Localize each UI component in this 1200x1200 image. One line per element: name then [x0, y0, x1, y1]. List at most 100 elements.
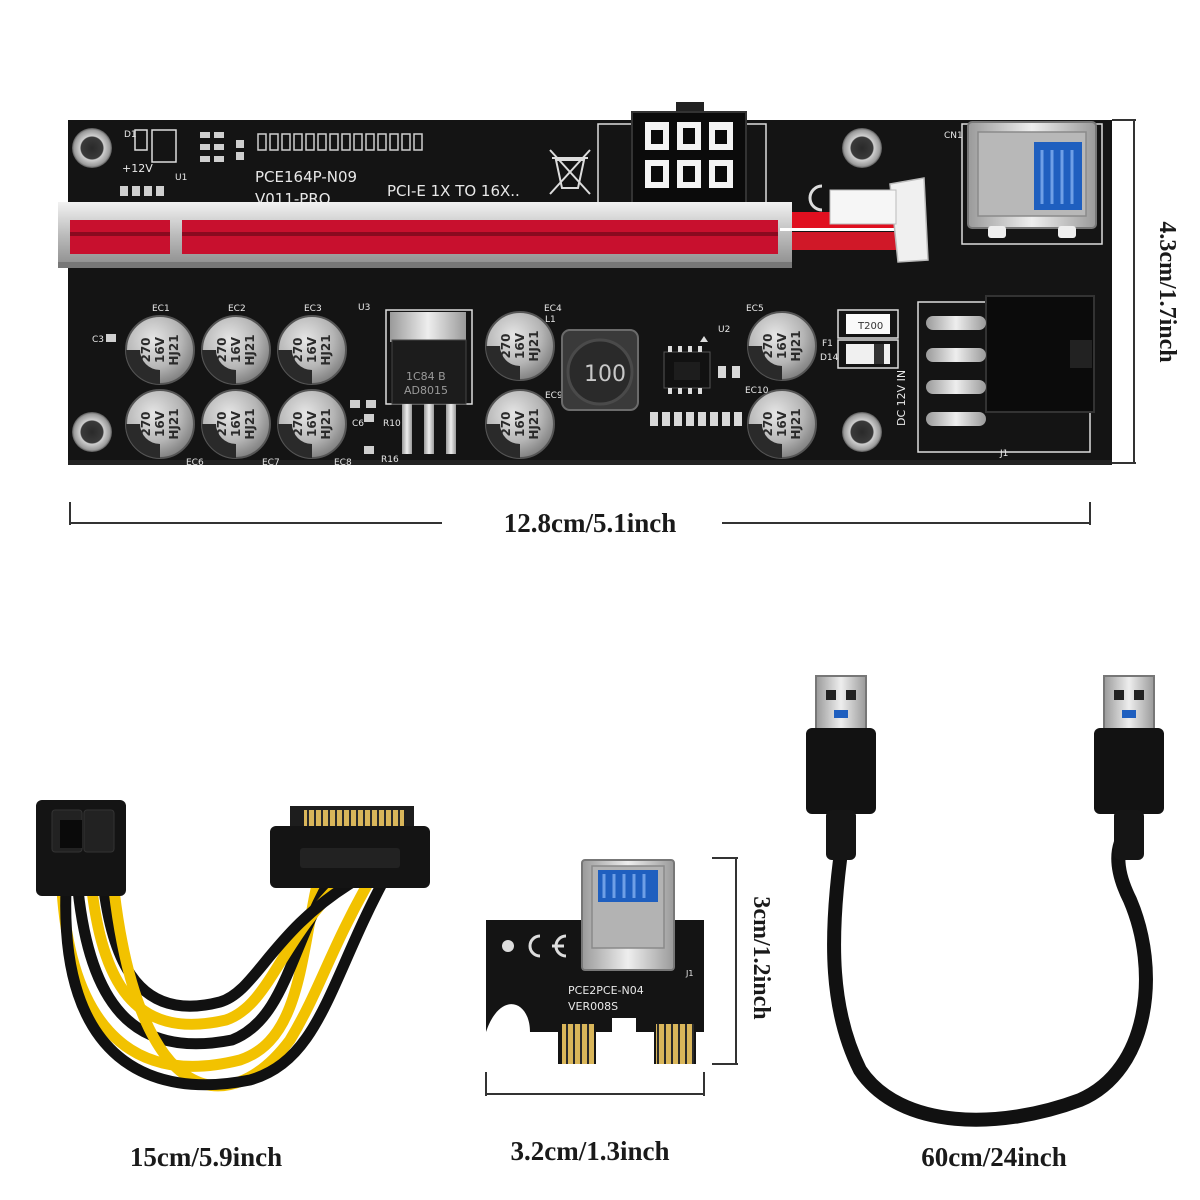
- adapter-ce-mark: [528, 934, 567, 958]
- capacitor-marking: 270: [291, 411, 305, 436]
- capacitor-marking: HJ21: [789, 408, 803, 439]
- board-width-label: 12.8cm/5.1inch: [504, 508, 677, 538]
- silk-ec6: EC6: [186, 458, 204, 468]
- usb-cable-length-label: 60cm/24inch: [921, 1142, 1067, 1172]
- usb3-port-board: CN1: [944, 121, 1103, 245]
- board-width-dimension: [69, 502, 1091, 525]
- voltage-regulator: 1C84 B AD8015: [385, 309, 473, 454]
- mounting-hole: [842, 412, 882, 452]
- silk-ec7: EC7: [262, 458, 280, 468]
- capacitor-marking: HJ21: [243, 408, 257, 439]
- silk-ec3: EC3: [304, 304, 322, 314]
- controller-ic: [663, 336, 711, 394]
- mounting-hole: [72, 128, 112, 168]
- board-interface: PCI-E 1X TO 16X..: [387, 182, 520, 200]
- capacitor-marking: HJ21: [243, 334, 257, 365]
- silk-ec10: EC10: [745, 386, 769, 396]
- capacitor-marking: 270: [499, 411, 513, 436]
- sata-to-6pin-cable: [36, 800, 430, 1092]
- silk-ec8: EC8: [334, 458, 352, 468]
- usb3-cable: [806, 675, 1164, 1127]
- silk-u3: U3: [358, 303, 370, 313]
- capacitor-marking: HJ21: [167, 408, 181, 439]
- capacitor-marking: 16V: [229, 336, 243, 363]
- silk-d1: D1: [124, 130, 137, 140]
- silk-j1-board: J1: [999, 449, 1008, 459]
- silk-u2: U2: [718, 325, 730, 335]
- board-height-dimension: [1112, 119, 1136, 464]
- silk-ec9: EC9: [545, 391, 563, 401]
- power-cable-length-label: 15cm/5.9inch: [130, 1142, 282, 1172]
- pcie-x16-slot: [58, 202, 792, 268]
- board-height-label: 4.3cm/1.7inch: [1154, 221, 1180, 362]
- adapter-height-label: 3cm/1.2inch: [748, 896, 774, 1019]
- capacitor-marking: 270: [291, 337, 305, 362]
- small-smd-parts: [106, 334, 376, 454]
- capacitor-marking: HJ21: [527, 330, 541, 361]
- ce-mark: [808, 184, 823, 212]
- capacitor-marking: 16V: [513, 332, 527, 359]
- capacitor-marking: 16V: [153, 410, 167, 437]
- capacitor-marking: 16V: [305, 336, 319, 363]
- adapter-width-dimension: [485, 1072, 705, 1096]
- silk-r16: R16: [381, 455, 399, 465]
- silk-j1-adapter: J1: [685, 969, 693, 978]
- silk-d14: D14: [820, 353, 839, 363]
- dc-power-input: DC 12V IN J1: [895, 295, 1095, 459]
- adapter-version: VER008S: [568, 1000, 618, 1013]
- capacitor-marking: 270: [215, 411, 229, 436]
- silk-f1: F1: [822, 339, 833, 349]
- resistor-array: [650, 366, 742, 426]
- silk-ec5: EC5: [746, 304, 764, 314]
- six-pin-power-connector: [597, 102, 767, 209]
- mounting-hole: [72, 412, 112, 452]
- silk-c3: C3: [92, 335, 104, 345]
- capacitor-marking: 270: [499, 333, 513, 358]
- capacitor-marking: 16V: [153, 336, 167, 363]
- silk-ec1: EC1: [152, 304, 170, 314]
- capacitor-marking: 270: [761, 411, 775, 436]
- capacitor-marking: 270: [215, 337, 229, 362]
- silk-ec2: EC2: [228, 304, 246, 314]
- silk-c6: C6: [352, 419, 364, 429]
- fuse-diode-area: T200 F1 D14: [820, 309, 899, 369]
- adapter-width-label: 3.2cm/1.3inch: [511, 1136, 670, 1166]
- regulator-part: AD8015: [404, 384, 448, 397]
- capacitor-marking: HJ21: [789, 330, 803, 361]
- capacitor-marking: 16V: [513, 410, 527, 437]
- smd-row-left: [120, 132, 244, 196]
- adapter-model: PCE2PCE-N04: [568, 984, 644, 997]
- capacitor-marking: 16V: [775, 410, 789, 437]
- capacitor-marking: HJ21: [319, 408, 333, 439]
- capacitor-marking: HJ21: [319, 334, 333, 365]
- inductor-value: 100: [584, 362, 626, 387]
- board-model: PCE164P-N09: [255, 168, 357, 186]
- capacitor-marking: 270: [139, 411, 153, 436]
- weee-bin-icon: [549, 149, 591, 195]
- capacitor-marking: 16V: [229, 410, 243, 437]
- silk-ec4: EC4: [544, 304, 562, 314]
- capacitor-marking: 270: [761, 333, 775, 358]
- power-inductor: 100: [561, 329, 639, 411]
- dc-input-label: DC 12V IN: [895, 370, 908, 426]
- pcie-x1-adapter: PCE2PCE-N04 VER008S J1: [486, 859, 704, 1064]
- fuse-rating: T200: [857, 321, 883, 332]
- capacitor-marking: HJ21: [167, 334, 181, 365]
- capacitor-marking: 16V: [775, 332, 789, 359]
- volt-label: +12V: [122, 162, 153, 175]
- capacitor-marking: 16V: [305, 410, 319, 437]
- silk-cn1: CN1: [944, 131, 963, 141]
- silk-l1: L1: [545, 315, 556, 325]
- silk-u1: U1: [175, 173, 187, 183]
